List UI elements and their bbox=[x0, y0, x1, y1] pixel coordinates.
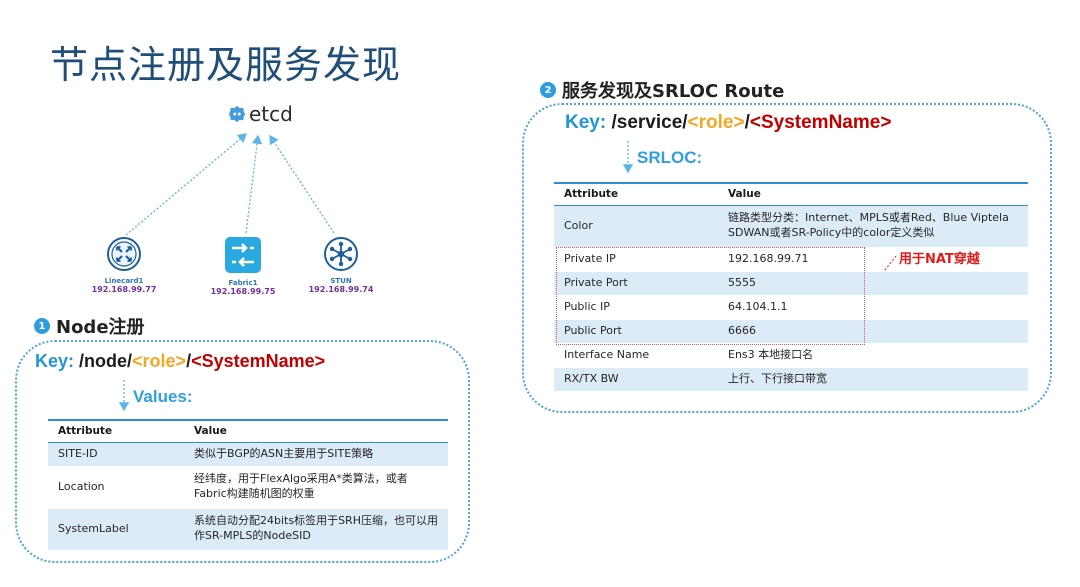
section-node-registration-header: 1 Node注册 bbox=[34, 313, 145, 339]
column-header: Value bbox=[184, 419, 448, 443]
value-cell: 链路类型分类：Internet、MPLS或者Red、Blue Viptela S… bbox=[718, 205, 1028, 248]
node-ip: 192.168.99.75 bbox=[210, 287, 276, 296]
section-title: 服务发现及SRLOC Route bbox=[562, 81, 785, 102]
attr-cell: RX/TX BW bbox=[554, 367, 718, 392]
nat-highlight-box bbox=[556, 247, 865, 345]
table-row: Color 链路类型分类：Internet、MPLS或者Red、Blue Vip… bbox=[554, 205, 1028, 248]
step-number-badge: 1 bbox=[34, 318, 50, 334]
section1-box bbox=[15, 340, 470, 563]
value-cell: 经纬度，用于FlexAlgo采用A*类算法，或者Fabric构建随机图的权重 bbox=[184, 466, 448, 509]
srloc-attributes-table: Attribute Value Color 链路类型分类：Internet、MP… bbox=[554, 182, 1028, 392]
value-cell: 系统自动分配24bits标签用于SRH压缩，也可以用作SR-MPLS的NodeS… bbox=[184, 508, 448, 551]
value-cell: 192.168.99.71 bbox=[718, 247, 1028, 272]
attr-cell: Public IP bbox=[554, 295, 718, 320]
etcd-node: etcd bbox=[228, 102, 293, 126]
step-number-badge: 2 bbox=[540, 82, 556, 98]
table-row: Private IP 192.168.99.71 bbox=[554, 247, 1028, 272]
hub-icon bbox=[324, 237, 358, 271]
section2-box bbox=[522, 103, 1052, 413]
attr-cell: Public Port bbox=[554, 319, 718, 344]
table-row: RX/TX BW 上行、下行接口带宽 bbox=[554, 367, 1028, 392]
value-cell: 类似于BGP的ASN主要用于SITE策略 bbox=[184, 442, 448, 467]
router-icon bbox=[107, 237, 141, 271]
attr-cell: Private IP bbox=[554, 247, 718, 272]
node-name: STUN bbox=[330, 277, 352, 285]
node-stun: STUN 192.168.99.74 bbox=[286, 236, 396, 294]
table-row: Private Port 5555 bbox=[554, 271, 1028, 296]
attr-cell: Color bbox=[554, 205, 718, 248]
node-fabric1: Fabric1 192.168.99.75 bbox=[188, 236, 298, 296]
node-attributes-table: Attribute Value SITE-ID 类似于BGP的ASN主要用于SI… bbox=[48, 419, 448, 551]
node-linecard1: Linecard1 192.168.99.77 bbox=[69, 236, 179, 294]
etcd-logo-icon bbox=[228, 105, 246, 123]
node-name: Fabric1 bbox=[228, 279, 258, 287]
node-name: Linecard1 bbox=[104, 277, 144, 285]
value-cell: Ens3 本地接口名 bbox=[718, 343, 1028, 368]
table-row: Interface Name Ens3 本地接口名 bbox=[554, 343, 1028, 368]
attr-cell: Interface Name bbox=[554, 343, 718, 368]
table-row: Public IP 64.104.1.1 bbox=[554, 295, 1028, 320]
srloc-label: SRLOC: bbox=[637, 148, 703, 167]
value-cell: 64.104.1.1 bbox=[718, 295, 1028, 320]
value-cell: 5555 bbox=[718, 271, 1028, 296]
column-header: Attribute bbox=[48, 419, 184, 443]
attr-cell: SystemLabel bbox=[48, 508, 184, 551]
node-key-path: Key: /node/<role>/<SystemName> bbox=[35, 351, 326, 371]
arrow-fabric-to-etcd bbox=[245, 134, 263, 234]
attr-cell: Private Port bbox=[554, 271, 718, 296]
switch-icon bbox=[225, 237, 261, 273]
column-header: Value bbox=[718, 182, 1028, 206]
value-cell: 上行、下行接口带宽 bbox=[718, 367, 1028, 392]
arrow-linecard-to-etcd bbox=[125, 133, 247, 236]
nat-annotation: 用于NAT穿越 bbox=[899, 252, 980, 267]
values-label: Values: bbox=[133, 387, 193, 406]
section-title: Node注册 bbox=[56, 317, 145, 338]
node-ip: 192.168.99.77 bbox=[91, 285, 157, 294]
arrow-stun-to-etcd bbox=[269, 134, 335, 234]
section-service-discovery-header: 2 服务发现及SRLOC Route bbox=[540, 77, 784, 103]
attr-cell: SITE-ID bbox=[48, 442, 184, 467]
service-key-path: Key: /service/<role>/<SystemName> bbox=[565, 112, 892, 133]
attr-cell: Location bbox=[48, 466, 184, 509]
table-row: Location 经纬度，用于FlexAlgo采用A*类算法，或者Fabric构… bbox=[48, 466, 448, 509]
table-row: Public Port 6666 bbox=[554, 319, 1028, 344]
table-row: SystemLabel 系统自动分配24bits标签用于SRH压缩，也可以用作S… bbox=[48, 508, 448, 551]
node-ip: 192.168.99.74 bbox=[308, 285, 374, 294]
table-row: SITE-ID 类似于BGP的ASN主要用于SITE策略 bbox=[48, 442, 448, 467]
column-header: Attribute bbox=[554, 182, 718, 206]
page-title: 节点注册及服务发现 bbox=[50, 43, 402, 87]
etcd-label: etcd bbox=[249, 102, 293, 126]
value-cell: 6666 bbox=[718, 319, 1028, 344]
